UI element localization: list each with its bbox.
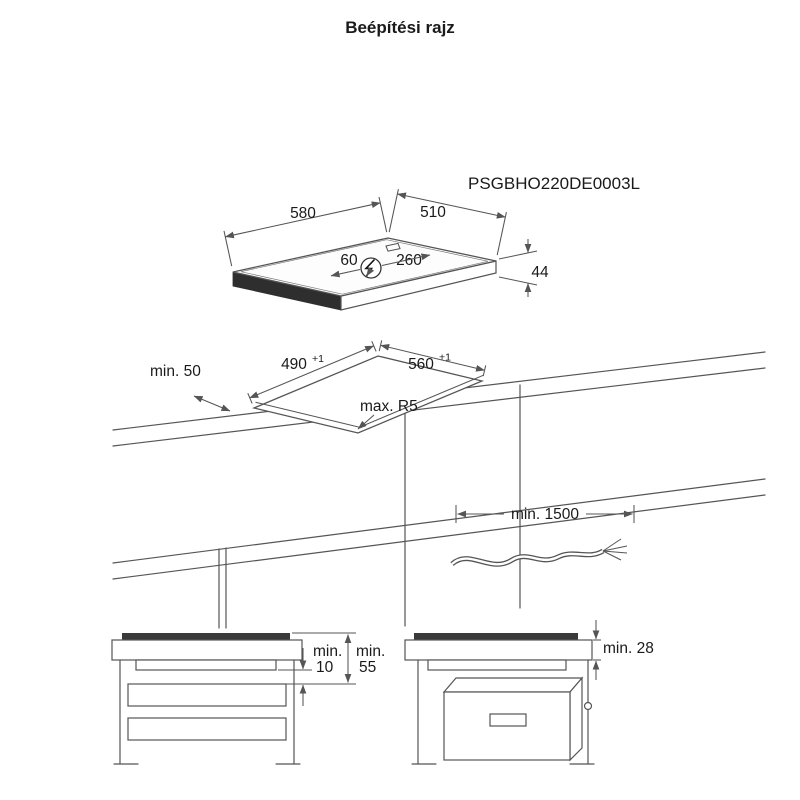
cabinet-legs xyxy=(218,384,521,629)
hob-glass-section-2 xyxy=(414,633,578,640)
cutout-width-tolerance: +1 xyxy=(439,352,451,364)
drawer-bottom xyxy=(127,717,287,741)
drawer-top xyxy=(127,683,287,707)
drawer-gap-word: min. xyxy=(313,643,342,660)
oven-front xyxy=(443,691,571,761)
drawer-section-figure: min. 10 min. 55 xyxy=(111,632,385,765)
worktop-cutout: 490 +1 560 +1 min. 50 max. R5 xyxy=(150,340,487,434)
oven-section-figure: min. 28 xyxy=(404,620,654,765)
cutout-width-label: 560 xyxy=(408,356,434,373)
hob-body-section-2 xyxy=(427,659,567,671)
connection-left-label: 60 xyxy=(340,252,358,269)
oven-side xyxy=(569,676,583,762)
drawer-clearance-value: 55 xyxy=(359,659,376,676)
drawer-clearance-word: min. xyxy=(356,643,385,660)
hob-body-section xyxy=(135,659,277,671)
hob-height-label: 44 xyxy=(531,264,549,281)
hob-depth-label: 510 xyxy=(420,204,446,221)
corner-radius-label: max. R5 xyxy=(360,398,418,415)
junction-box xyxy=(385,242,401,252)
worktop-section-2 xyxy=(404,639,593,661)
oven-clearance-label: min. 28 xyxy=(603,640,654,657)
cutout-depth-label: 490 xyxy=(281,356,307,373)
hob-isometric: 580 510 44 60 260 xyxy=(223,188,549,311)
connection-right-label: 260 xyxy=(396,252,422,269)
hob-width-label: 580 xyxy=(290,205,316,222)
fixing-screw xyxy=(583,701,593,711)
cable-length-label: min. 1500 xyxy=(511,506,579,523)
oven-handle xyxy=(489,713,527,727)
lightning-bolt-icon xyxy=(364,258,376,277)
worktop-section xyxy=(111,639,303,661)
cable-wire-ends xyxy=(602,538,628,561)
page-title: Beépítési rajz xyxy=(345,18,455,37)
hob-glass-section xyxy=(122,633,290,640)
cable-figure: min. 1500 xyxy=(450,505,635,567)
cutout-depth-tolerance: +1 xyxy=(312,353,324,365)
model-number: PSGBHO220DE0003L xyxy=(468,174,640,193)
oven-top xyxy=(442,677,584,693)
front-clearance-label: min. 50 xyxy=(150,363,201,380)
drawer-gap-value: 10 xyxy=(316,659,334,676)
